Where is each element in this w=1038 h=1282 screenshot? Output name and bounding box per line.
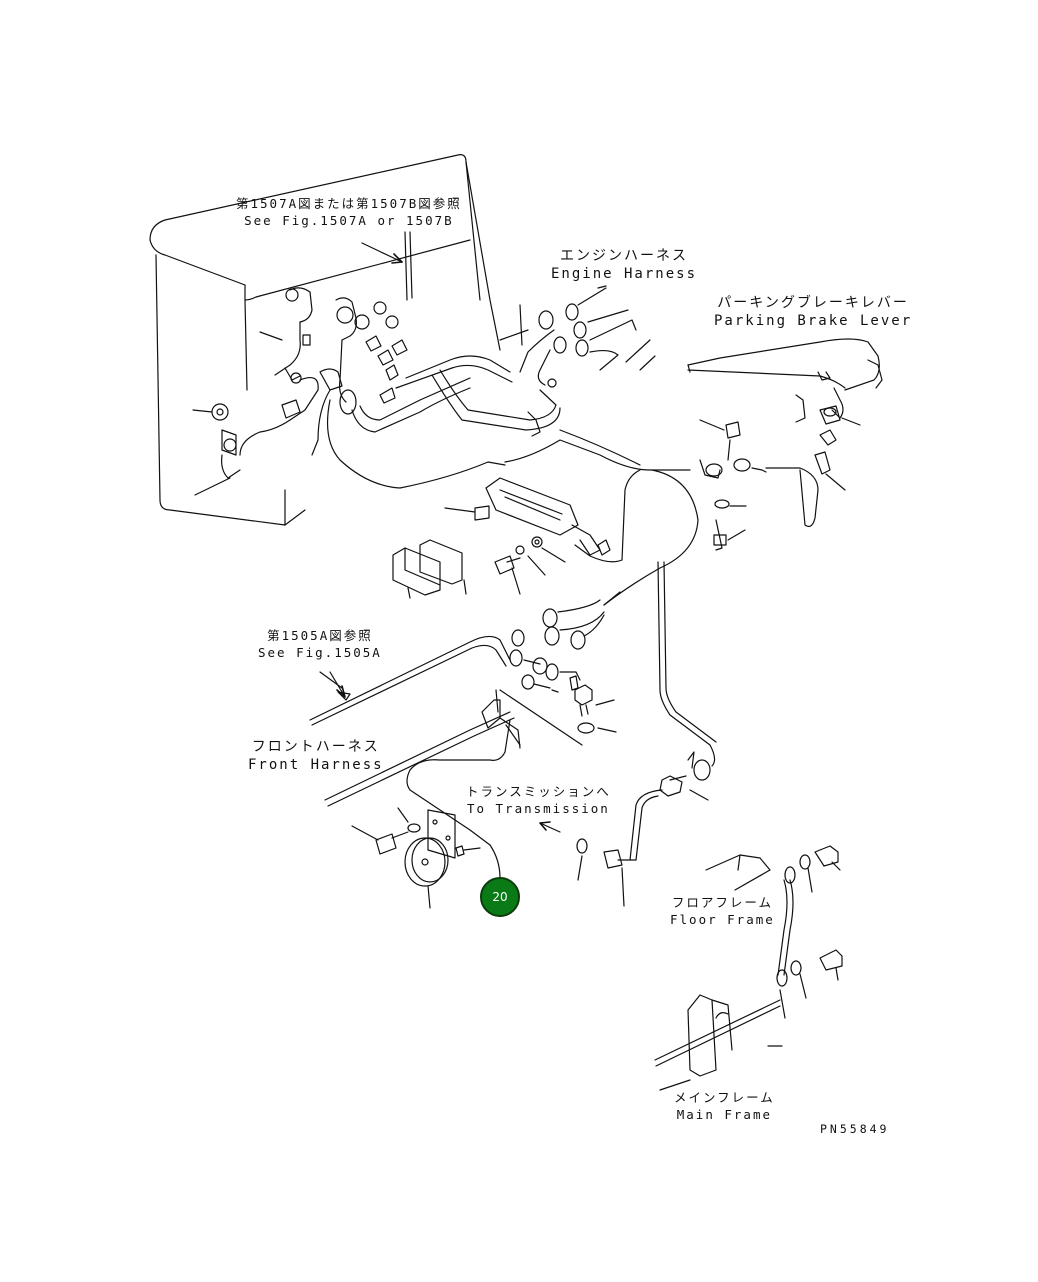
center-harness-bundle [335, 231, 561, 433]
label-main-frame-jp: メインフレーム [674, 1090, 775, 1105]
label-parking-brake-lever: パーキングブレーキレバー Parking Brake Lever [714, 296, 912, 328]
right-hardware [699, 419, 819, 551]
label-parking-brake-lever-en: Parking Brake Lever [714, 313, 913, 329]
transmission-cable [576, 751, 711, 907]
figure-number: PN55849 [820, 1122, 890, 1136]
lower-harness-connectors [509, 591, 621, 693]
label-floor-frame-en: Floor Frame [670, 911, 775, 927]
label-floor-frame-jp: フロアフレーム [671, 895, 773, 910]
cab-body-outline [149, 154, 501, 526]
small-hardware-center [494, 536, 566, 595]
leader-lines [329, 242, 656, 833]
label-see-fig-1505: 第1505A図参照 See Fig.1505A [258, 628, 382, 660]
horn-assembly [351, 719, 511, 909]
frame-ground-strap [654, 845, 843, 1091]
label-front-harness-en: Front Harness [248, 757, 384, 773]
label-engine-harness-en: Engine Harness [551, 266, 698, 282]
label-to-transmission: トランスミッションへ To Transmission [466, 784, 611, 816]
label-parking-brake-lever-jp: パーキングブレーキレバー [717, 295, 909, 311]
callout-badge-20[interactable]: 20 [480, 877, 520, 917]
label-see-fig-1505-jp: 第1505A図参照 [267, 628, 373, 643]
label-floor-frame: フロアフレーム Floor Frame [670, 895, 775, 927]
parking-brake-lever [687, 338, 883, 491]
label-front-harness-jp: フロントハーネス [251, 739, 380, 755]
main-harness-run [326, 399, 717, 767]
label-see-fig-1505-en: See Fig.1505A [258, 644, 382, 660]
engine-harness-connectors [499, 287, 651, 437]
label-see-fig-1507: 第1507A図または第1507B図参照 See Fig.1507A or 150… [236, 196, 462, 228]
label-engine-harness-jp: エンジンハーネス [560, 248, 688, 264]
label-to-transmission-en: To Transmission [466, 800, 610, 816]
cover-plates [392, 539, 467, 599]
label-main-frame-en: Main Frame [676, 1106, 773, 1122]
label-to-transmission-jp: トランスミッションへ [466, 784, 611, 799]
label-see-fig-1507-en: See Fig.1507A or 1507B [244, 212, 454, 228]
label-main-frame: メインフレーム Main Frame [674, 1090, 775, 1122]
label-see-fig-1507-jp: 第1507A図または第1507B図参照 [236, 196, 462, 211]
left-cab-harness [192, 287, 343, 496]
center-lower-bracket [481, 684, 617, 749]
label-front-harness: フロントハーネス Front Harness [248, 740, 384, 772]
front-harness-run [309, 635, 515, 807]
terminal-block [444, 477, 611, 556]
label-engine-harness: エンジンハーネス Engine Harness [551, 249, 697, 281]
